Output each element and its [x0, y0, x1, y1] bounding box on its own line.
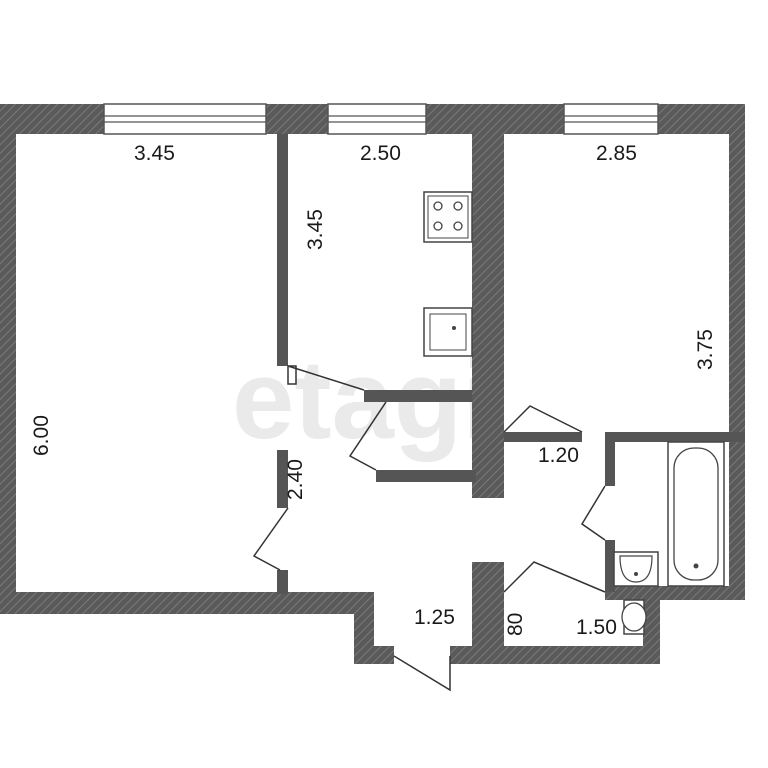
corridor-lower-label: 1.25	[414, 606, 455, 629]
room-left-width-label: 3.45	[134, 142, 175, 165]
bathtub-icon	[667, 441, 725, 587]
window-room-right	[563, 103, 659, 135]
door-wc	[503, 561, 606, 593]
door-room-left-upper	[287, 365, 365, 391]
wc-width-label: 1.50	[576, 616, 617, 639]
door-room-right	[503, 405, 583, 433]
interior-walls	[277, 134, 745, 648]
stove-icon	[423, 191, 473, 243]
door-bathroom	[580, 485, 606, 541]
room-left-length-label: 6.00	[30, 415, 53, 456]
niche-length-label: 2.40	[284, 459, 307, 500]
kitchen-length-label: 3.45	[304, 209, 327, 250]
kitchen-width-label: 2.50	[360, 142, 401, 165]
dimension-labels: 3.45 2.50 2.85 3.45 3.75 6.00 1.20 2.40 …	[30, 142, 717, 639]
door-closet	[348, 401, 387, 471]
washbasin-icon	[613, 551, 659, 587]
corridor-upper-label: 1.20	[538, 444, 579, 467]
room-right-width-label: 2.85	[596, 142, 637, 165]
wc-length-label: 80	[504, 613, 527, 636]
windows	[103, 103, 659, 135]
door-room-left-lower	[252, 507, 289, 571]
window-kitchen	[327, 103, 427, 135]
door-entrance	[393, 655, 451, 692]
window-room-left	[103, 103, 267, 135]
kitchen-sink-icon	[423, 307, 473, 357]
room-right-length-label: 3.75	[694, 329, 717, 370]
toilet-icon	[621, 599, 647, 635]
doors	[252, 365, 606, 692]
